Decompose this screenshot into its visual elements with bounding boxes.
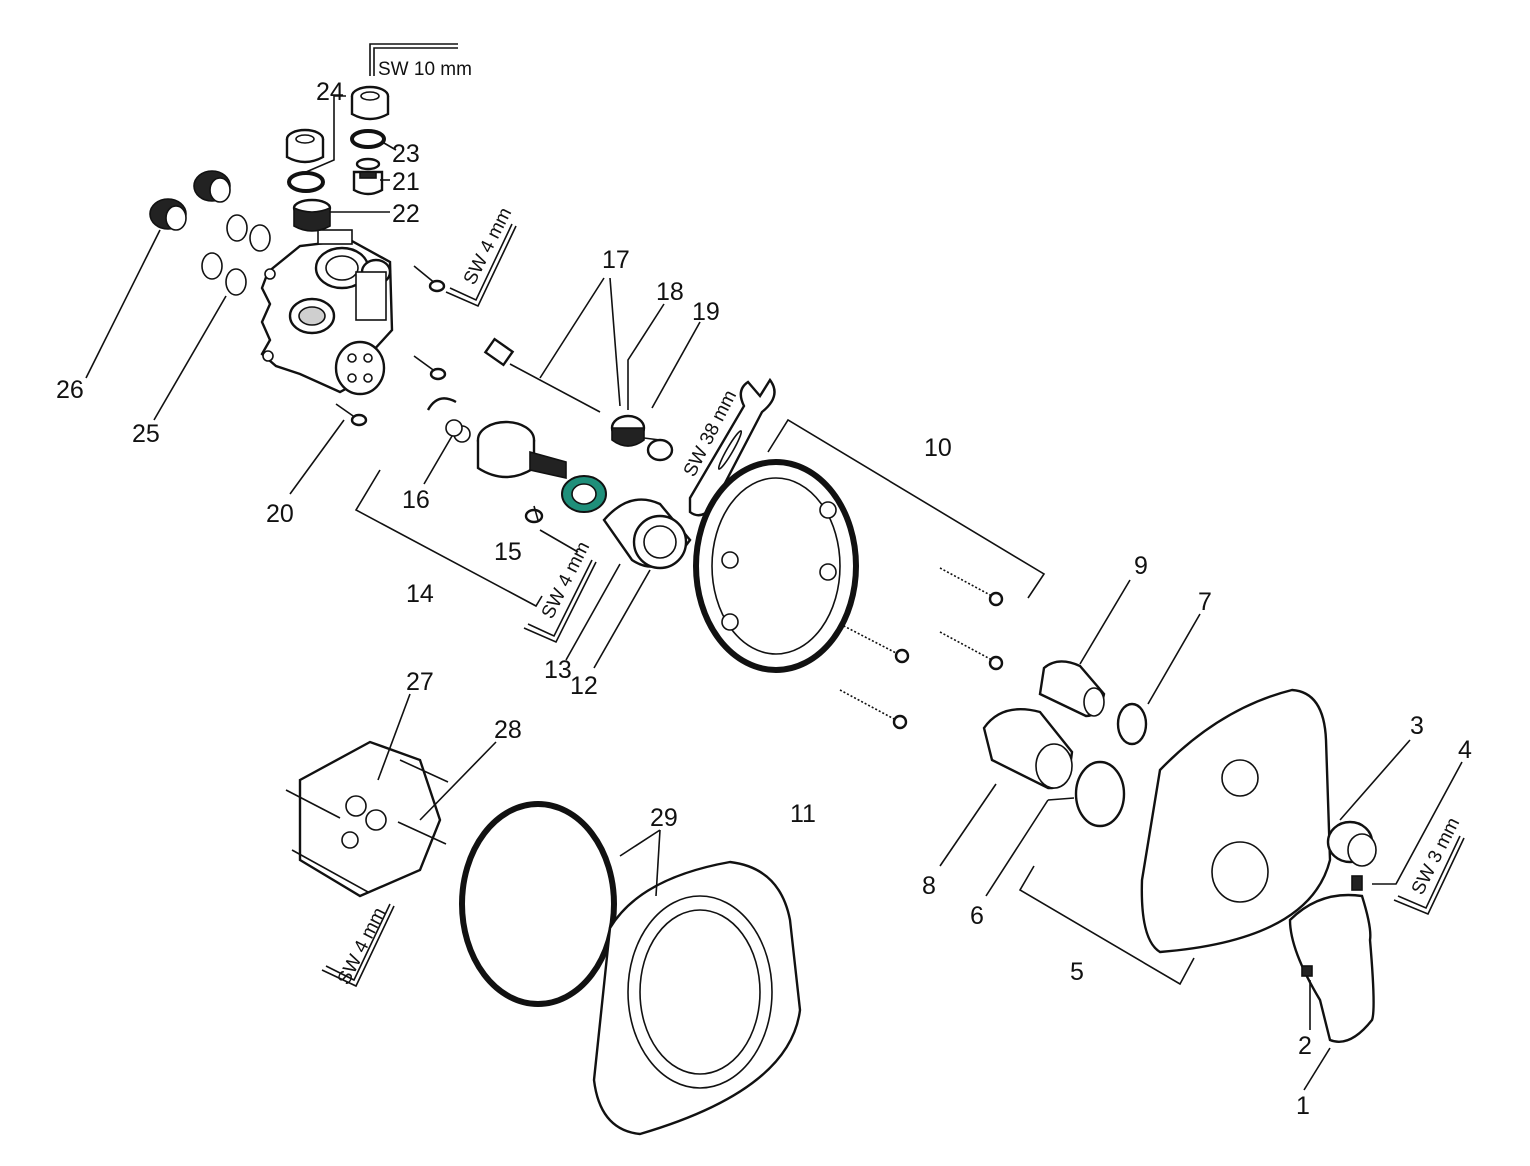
part-14-cartridge	[476, 420, 567, 479]
tool-label-sw4-bottom: SW 4 mm	[334, 904, 391, 988]
callout-29: 29	[650, 804, 678, 832]
part-20-screw	[335, 403, 368, 427]
part-5-cover-plate	[1140, 688, 1332, 954]
callout-2: 2	[1298, 1032, 1312, 1060]
callout-20: 20	[266, 500, 294, 528]
part-1-lever	[1288, 893, 1375, 1043]
callout-11: 11	[790, 800, 816, 828]
callout-19: 19	[692, 298, 720, 326]
callout-24: 24	[316, 78, 344, 106]
long-screws	[839, 567, 1004, 730]
part-21-check-valve	[352, 157, 384, 196]
leader-lines	[85, 95, 1463, 1091]
part-23-o-ring	[350, 129, 386, 149]
callout-18: 18	[656, 278, 684, 306]
wrench-sw38	[688, 377, 776, 517]
tool-label-sw10: SW 10 mm	[378, 59, 472, 80]
callout-23: 23	[392, 140, 420, 168]
callout-27: 27	[406, 668, 434, 696]
callout-15: 15	[494, 538, 522, 566]
callout-14: 14	[406, 580, 434, 608]
callout-13: 13	[544, 656, 572, 684]
part-8-knob	[982, 708, 1074, 790]
part-29-seal-ring	[459, 801, 617, 1007]
callout-26: 26	[56, 376, 84, 404]
callout-22: 22	[392, 200, 420, 228]
part-4-grub-screw	[1351, 875, 1363, 891]
part-18-19-cartridge	[610, 414, 674, 462]
callout-numbers: 1 2 3 4 5 6 7 8 9 10 11 12 13 14 15 16 1…	[56, 78, 1472, 1120]
callout-25: 25	[132, 420, 160, 448]
callout-3: 3	[1410, 712, 1424, 740]
part-24-fitting	[350, 85, 390, 121]
callout-28: 28	[494, 716, 522, 744]
part-27-bracket	[285, 740, 449, 898]
part-12-13-sleeve	[602, 498, 692, 570]
part-o-ring-lower	[287, 171, 325, 193]
callout-16: 16	[402, 486, 430, 514]
callout-10: 10	[924, 434, 952, 462]
part-3-button	[1326, 820, 1377, 867]
part-7-o-ring	[1116, 702, 1148, 746]
tool-symbols	[321, 43, 1465, 988]
callout-9: 9	[1134, 552, 1148, 580]
parts-drawing	[149, 85, 1377, 1136]
part-16-clip	[426, 397, 471, 443]
callout-12: 12	[570, 672, 598, 700]
part-22-insert	[292, 198, 332, 232]
callout-17: 17	[602, 246, 630, 274]
part-24-fitting-lower	[285, 128, 325, 164]
callout-4: 4	[1458, 736, 1472, 764]
green-nut	[561, 475, 607, 513]
callout-6: 6	[970, 902, 984, 930]
callout-21: 21	[392, 168, 420, 196]
part-26-threaded-caps	[149, 170, 231, 231]
part-15-screw	[524, 505, 544, 524]
callout-8: 8	[922, 872, 936, 900]
part-11-cover-frame	[592, 860, 802, 1136]
part-6-disc	[1074, 760, 1126, 828]
screw-set-top	[413, 265, 447, 381]
part-9-insert	[1038, 660, 1106, 718]
tool-label-sw4-mid: SW 4 mm	[538, 538, 595, 622]
part-17-spindle	[483, 337, 601, 413]
callout-1: 1	[1296, 1092, 1310, 1120]
callout-7: 7	[1198, 588, 1212, 616]
part-25-o-rings	[201, 214, 271, 296]
callout-5: 5	[1070, 958, 1084, 986]
valve-body	[260, 229, 394, 396]
part-10-mounting-ring	[693, 459, 859, 673]
